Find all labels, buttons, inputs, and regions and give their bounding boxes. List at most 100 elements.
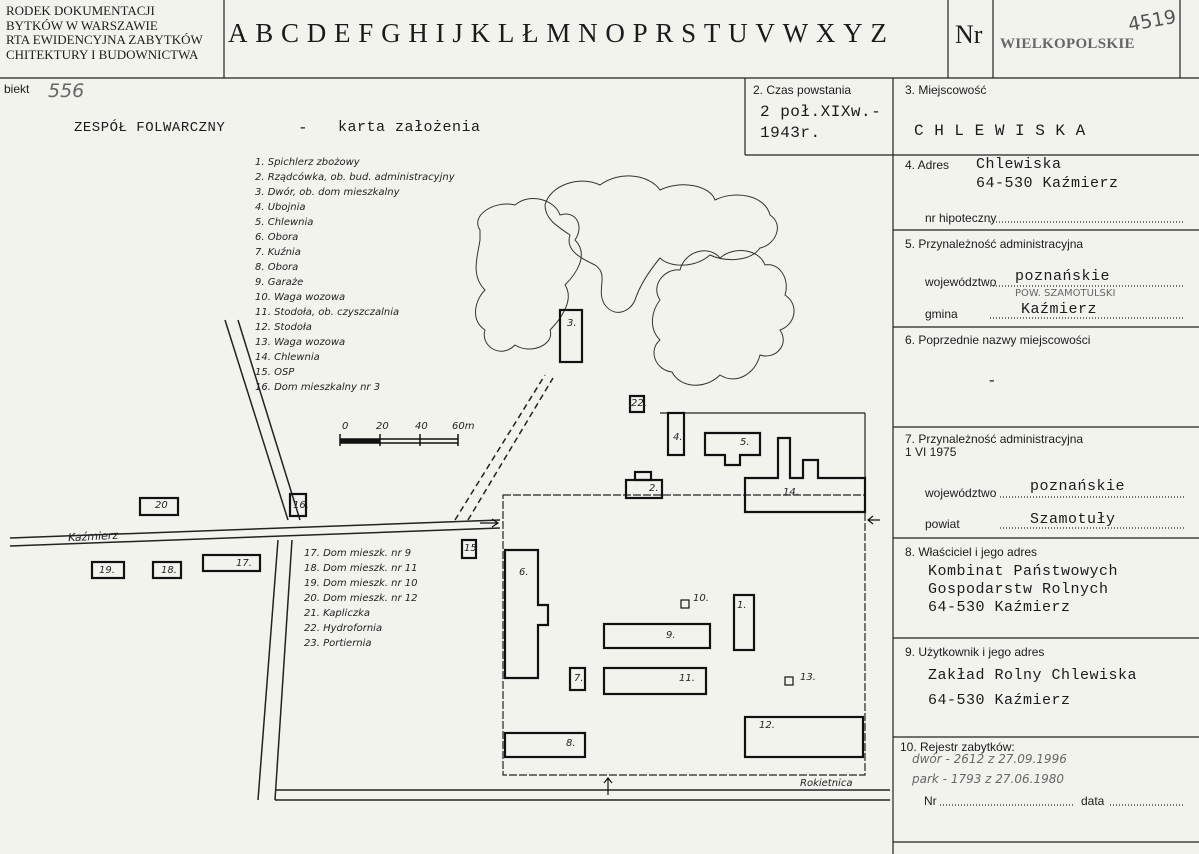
building-19-house xyxy=(90,560,126,580)
legend-item: 18. Dom mieszk. nr 11 xyxy=(304,563,418,574)
legend-item: 13. Waga wozowa xyxy=(255,337,346,348)
register-entry-1: dwór - 2612 z 27.09.1996 xyxy=(912,752,1067,766)
index-letter: D xyxy=(306,18,327,48)
building-label: 1. xyxy=(737,600,747,611)
field-7-woj-value: poznańskie xyxy=(1030,478,1126,495)
road xyxy=(237,319,301,521)
legend-item: 23. Portiernia xyxy=(304,638,372,649)
object-title: ZESPÓŁ FOLWARCZNY xyxy=(74,120,226,136)
index-letter: Ł xyxy=(522,18,540,48)
building-label: 18. xyxy=(161,565,177,576)
index-letter: R xyxy=(655,18,674,48)
building-label: 14. xyxy=(783,487,799,498)
building-label: 6. xyxy=(519,567,529,578)
building-5-pigsty xyxy=(703,431,762,467)
legend-item: 12. Stodoła xyxy=(255,322,312,333)
index-letter: P xyxy=(632,18,649,48)
index-letter: U xyxy=(728,18,749,48)
field-10-nr-label: Nr xyxy=(924,794,937,808)
courtyard-fence xyxy=(502,494,866,776)
field-3-value: C H L E W I S K A xyxy=(914,122,1086,140)
index-letter: N xyxy=(578,18,599,48)
legend-item: 8. Obora xyxy=(255,262,299,273)
field-9-value-1: Zakład Rolny Chlewiska xyxy=(928,667,1138,684)
legend-item: 9. Garaże xyxy=(255,277,304,288)
field-5-gmina-label: gmina xyxy=(925,307,958,321)
road xyxy=(274,539,293,801)
field-8-value-1: Kombinat Państwowych xyxy=(928,563,1119,580)
building-label: 20 xyxy=(155,500,168,511)
legend-item: 11. Stodoła, ob. czyszczalnia xyxy=(255,307,400,318)
legend-item: 21. Kapliczka xyxy=(304,608,370,619)
field-8-value-2: Gospodarstw Rolnych xyxy=(928,581,1109,598)
building-17-house xyxy=(201,553,262,573)
building-label: 17. xyxy=(236,558,252,569)
building-4-slaughterhouse xyxy=(666,411,686,457)
legend-item: 19. Dom mieszk. nr 10 xyxy=(304,578,418,589)
legend-item: 16. Dom mieszkalny nr 3 xyxy=(255,382,381,393)
region-label: WIELKOPOLSKIE xyxy=(1000,36,1135,52)
field-4-label: 4. Adres xyxy=(905,158,950,172)
road xyxy=(9,527,501,547)
index-letter: F xyxy=(358,18,374,48)
building-label: 5. xyxy=(740,437,750,448)
legend-item: 3. Dwór, ob. dom mieszkalny xyxy=(255,187,400,198)
alphabet-index: A B C D E F G H I J K L Ł M N O P R S T … xyxy=(228,18,887,49)
building-label: 11. xyxy=(679,673,695,684)
building-label: 10. xyxy=(693,593,709,604)
map-legend-2: 17. Dom mieszk. nr 9 18. Dom mieszk. nr … xyxy=(304,546,417,651)
building-10-weighbridge xyxy=(680,599,690,609)
building-label: 2. xyxy=(649,483,659,494)
field-5-label: 5. Przynależność administracyjna xyxy=(905,237,1084,251)
institution-line: RTA EWIDENCYJNA ZABYTKÓW xyxy=(6,32,203,47)
field-6-label: 6. Poprzednie nazwy miejscowości xyxy=(905,333,1091,347)
field-4-value-1: Chlewiska xyxy=(976,156,1062,173)
field-5-powiat-stamp: POW. SZAMOTULSKI xyxy=(1015,288,1116,299)
index-letter: X xyxy=(815,18,836,48)
legend-item: 20. Dom mieszk. nr 12 xyxy=(304,593,418,604)
field-5-woj-label: województwo xyxy=(925,275,997,289)
building-22-hydrophore xyxy=(628,394,646,414)
index-letter: G xyxy=(381,18,402,48)
scale-label: 0 xyxy=(342,421,349,432)
building-18-house xyxy=(151,560,183,580)
building-label: 15 xyxy=(464,543,477,554)
road xyxy=(224,319,289,521)
road xyxy=(454,374,546,521)
building-20-house xyxy=(138,496,180,517)
index-letter: W xyxy=(782,18,809,48)
legend-item: 7. Kuźnia xyxy=(255,247,301,258)
map-legend: 1. Spichlerz zbożowy 2. Rządcówka, ob. b… xyxy=(255,155,455,395)
building-label: 16. xyxy=(293,500,309,511)
legend-item: 15. OSP xyxy=(255,367,295,378)
index-letter: T xyxy=(703,18,721,48)
field-9-label: 9. Użytkownik i jego adres xyxy=(905,645,1045,659)
index-letter: C xyxy=(281,18,300,48)
park-area xyxy=(475,197,582,352)
legend-item: 22. Hydrofornia xyxy=(304,623,383,634)
field-2-value-2: 1943r. xyxy=(760,124,821,142)
field-2-value-1: 2 poł.XIXw.- xyxy=(760,103,882,121)
building-1-granary xyxy=(732,593,756,652)
legend-item: 1. Spichlerz zbożowy xyxy=(255,157,360,168)
legend-item: 14. Chlewnia xyxy=(255,352,320,363)
field-3-label: 3. Miejscowość xyxy=(905,83,987,97)
institution-block: RODEK DOKUMENTACJI BYTKÓW w WARSZAWIE RT… xyxy=(6,3,203,62)
index-letter: J xyxy=(452,18,464,48)
building-9-garages xyxy=(602,622,712,650)
object-number: 556 xyxy=(48,80,85,102)
index-letter: M xyxy=(546,18,571,48)
building-label: 7. xyxy=(574,673,584,684)
legend-item: 17. Dom mieszk. nr 9 xyxy=(304,548,412,559)
object-label: biekt xyxy=(4,82,30,96)
field-7-powiat-value: Szamotuły xyxy=(1030,511,1116,528)
road xyxy=(257,539,279,801)
index-letter: O xyxy=(605,18,626,48)
field-7-label: 7. Przynależność administracyjna xyxy=(905,432,1084,446)
field-4-hipoteka-label: nr hipoteczny xyxy=(925,211,997,225)
scale-bar xyxy=(339,434,459,446)
index-letter: H xyxy=(408,18,429,48)
index-letter: E xyxy=(334,18,352,48)
building-14-pigsty xyxy=(743,436,867,514)
scale-label: 20 xyxy=(376,421,389,432)
